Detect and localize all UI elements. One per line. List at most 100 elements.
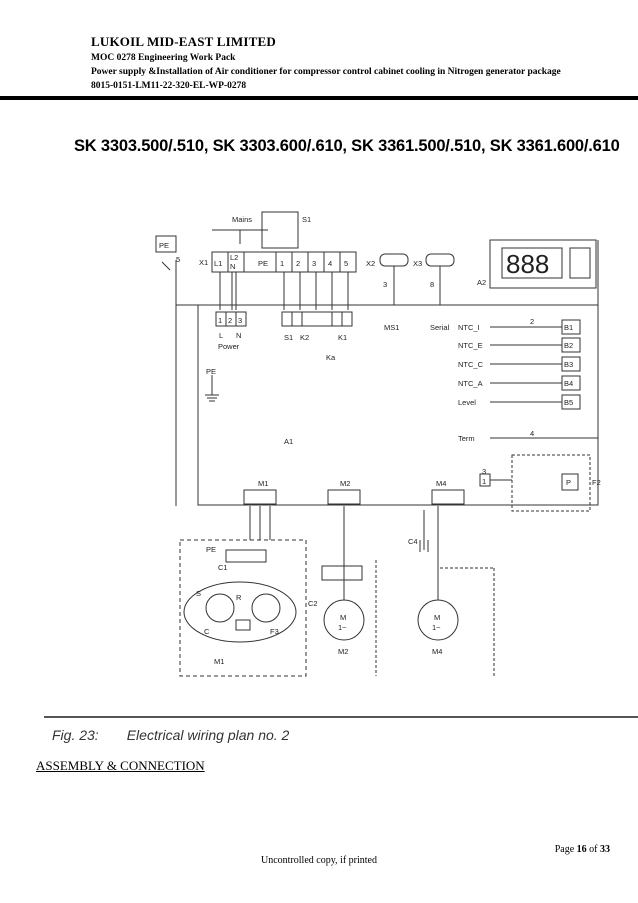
label-power: Power — [218, 342, 240, 351]
pressure-switch-f2 — [511, 454, 591, 512]
wiring-diagram: 888 Mains S1 PE 5 X1 L1 L2 N PE 1 2 3 4 … — [155, 211, 601, 677]
label-serial: Serial — [430, 323, 450, 332]
figure-title: SK 3303.500/.510, SK 3303.600/.610, SK 3… — [74, 137, 620, 155]
figure-number: Fig. 23: — [52, 727, 99, 743]
page-number: Page 16 of 33 — [555, 844, 610, 855]
terminal-3: 3 — [312, 259, 316, 268]
connector-x2 — [379, 253, 409, 267]
terminal-n: N — [230, 262, 235, 271]
terminal-l2: L2 — [230, 253, 238, 262]
label-m2-m: M — [340, 613, 346, 622]
terminal-1: 1 — [280, 259, 284, 268]
connector-m2 — [327, 489, 361, 505]
label-m1-motor: M1 — [214, 657, 224, 666]
label-b3: B3 — [564, 360, 573, 369]
label-m2-motor: M2 — [338, 647, 348, 656]
sensor-b5 — [561, 394, 581, 410]
section-title: ASSEMBLY & CONNECTION — [36, 758, 205, 773]
label-pe-num: 5 — [176, 255, 180, 264]
company-name: LUKOIL MID-EAST LIMITED — [91, 34, 276, 49]
footer-notice: Uncontrolled copy, if printed — [261, 855, 377, 866]
terminal-l1: L1 — [214, 259, 222, 268]
pe-box — [155, 235, 177, 253]
sensor-b4 — [561, 375, 581, 391]
page-prefix: Page — [554, 844, 575, 855]
label-mains: Mains — [232, 215, 252, 224]
connector-m1 — [243, 489, 277, 505]
label-c4: C4 — [408, 537, 418, 546]
label-m2-ac: 1~ — [338, 623, 347, 632]
compressor-m1-box — [179, 539, 307, 677]
label-c: C — [204, 627, 210, 636]
label-b5: B5 — [564, 398, 573, 407]
label-level: Level — [458, 398, 476, 407]
label-s1: S1 — [302, 215, 311, 224]
f2-pin-1: 1 — [482, 477, 486, 486]
label-b4: B4 — [564, 379, 573, 388]
terminal-2: 2 — [296, 259, 300, 268]
power-pin-3: 3 — [238, 316, 242, 325]
controller-a1 — [197, 304, 599, 506]
label-ntc-c: NTC_C — [458, 360, 484, 369]
label-ntc-a: NTC_A — [458, 379, 483, 388]
label-ms1: MS1 — [384, 323, 399, 332]
label-s1-pin: S1 — [284, 333, 293, 342]
label-m4-motor: M4 — [432, 647, 442, 656]
label-term: Term — [458, 434, 475, 443]
work-pack-description: Power supply &Installation of Air condit… — [91, 67, 561, 77]
label-ntc-e: NTC_E — [458, 341, 483, 350]
label-x3: X3 — [413, 259, 422, 268]
power-pin-2: 2 — [228, 316, 232, 325]
figure-caption: Fig. 23:Electrical wiring plan no. 2 — [52, 727, 289, 743]
label-m4-ac: 1~ — [432, 623, 441, 632]
terminal-4: 4 — [328, 259, 332, 268]
document-number: 8015-0151-LM11-22-320-EL-WP-0278 — [91, 81, 247, 91]
label-ntc-i: NTC_I — [458, 323, 480, 332]
label-pe-ground: PE — [206, 367, 216, 376]
wire-3: 3 — [383, 280, 387, 289]
terminal-pe: PE — [258, 259, 268, 268]
display-digits: 888 — [506, 249, 549, 279]
label-r: R — [236, 593, 242, 602]
label-f2-p: P — [566, 478, 571, 487]
work-pack-title: MOC 0278 Engineering Work Pack — [91, 53, 236, 63]
power-n: N — [236, 331, 241, 340]
label-pe-box: PE — [159, 241, 169, 250]
label-b1: B1 — [564, 323, 573, 332]
label-a2: A2 — [477, 278, 486, 287]
label-m4-m: M — [434, 613, 440, 622]
page-current: 16 — [576, 844, 587, 855]
compressor-m1 — [183, 581, 297, 643]
sensor-b3 — [561, 356, 581, 372]
header-divider — [0, 96, 638, 100]
label-f2: F2 — [592, 478, 601, 487]
label-f3: F3 — [270, 627, 279, 636]
sensor-b1 — [561, 319, 581, 335]
display-panel — [489, 239, 597, 289]
label-pe-m1: PE — [206, 545, 216, 554]
connector-m4 — [431, 489, 465, 505]
power-l: L — [219, 331, 223, 340]
figure-divider — [44, 716, 638, 718]
label-b2: B2 — [564, 341, 573, 350]
label-x1: X1 — [199, 258, 208, 267]
label-m4: M4 — [436, 479, 446, 488]
label-a1: A1 — [284, 437, 293, 446]
power-pin-1: 1 — [218, 316, 222, 325]
label-c2: C2 — [308, 599, 318, 608]
page-of: of — [589, 844, 598, 855]
sensor-b2 — [561, 337, 581, 353]
label-s: S — [196, 589, 201, 598]
label-c1: C1 — [218, 563, 228, 572]
label-k1: K1 — [338, 333, 347, 342]
page-total: 33 — [600, 844, 610, 855]
wire-2: 2 — [530, 317, 534, 326]
label-ka: Ka — [326, 353, 336, 362]
label-k2: K2 — [300, 333, 309, 342]
f2-pin-3: 3 — [482, 467, 486, 476]
label-m2: M2 — [340, 479, 350, 488]
wire-4: 4 — [530, 429, 534, 438]
connector-x3 — [425, 253, 455, 267]
terminal-5: 5 — [344, 259, 348, 268]
wire-8: 8 — [430, 280, 434, 289]
